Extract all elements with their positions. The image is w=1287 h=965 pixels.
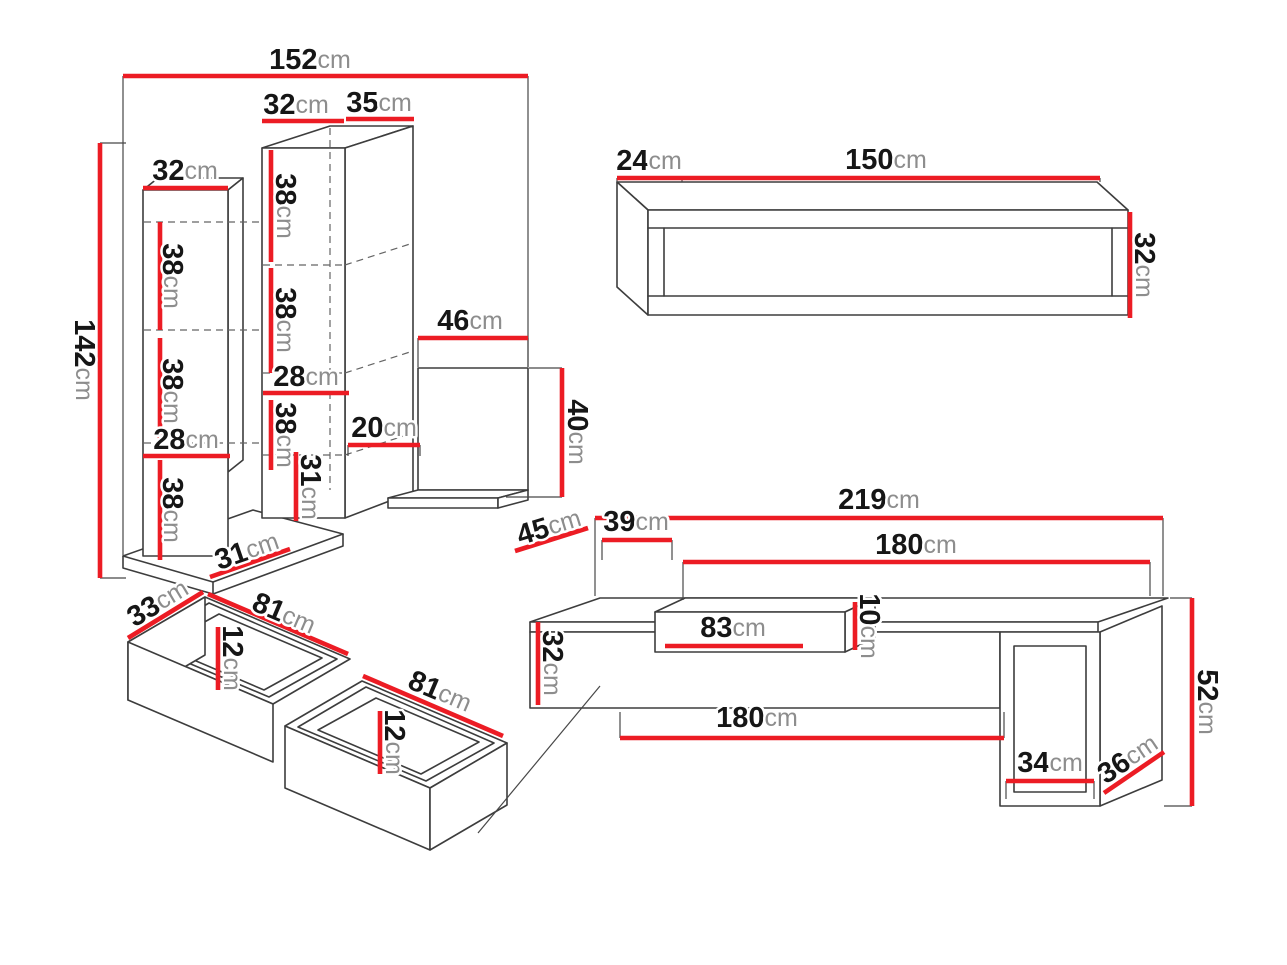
dimension-line-drawers-81cm [362, 673, 504, 739]
wall-shelf-drawing [616, 181, 1129, 316]
drawer-boxes-drawing [127, 596, 508, 851]
drawer2-floor [317, 697, 480, 775]
dimension-label-shelving-unit-20cm: 20cm [351, 412, 417, 444]
cabinet-side-face [344, 125, 414, 519]
dimension-label-shelving-unit-31cm: 31cm [294, 454, 326, 520]
dimension-label-shelving-unit-28cm: 28cm [273, 361, 339, 393]
dimension-line-tv-stand-45cm [514, 525, 589, 554]
dimension-label-wall-shelf-24cm: 24cm [616, 145, 682, 177]
dimension-label-shelving-unit-38cm: 38cm [269, 287, 301, 353]
dimension-label-drawers-12cm: 12cm [378, 709, 410, 775]
cube-front-frame [999, 631, 1101, 807]
dimension-label-shelving-unit-38cm: 38cm [269, 402, 301, 468]
drawer1-front-face [127, 641, 274, 763]
cabinet-front-face [261, 147, 346, 519]
dimension-line-drawers-81cm [207, 591, 349, 657]
dimension-label-tv-stand-32cm: 32cm [536, 630, 568, 696]
dimension-label-tv-stand-45cm: 45cm [513, 502, 585, 552]
dimension-label-shelving-unit-38cm: 38cm [156, 477, 188, 543]
bracket-shelf-end-edge [497, 489, 529, 509]
dimension-label-drawers-12cm: 12cm [216, 625, 248, 691]
dimension-line-shelving-unit-31cm [209, 546, 291, 580]
dimension-label-shelving-unit-32cm: 32cm [263, 89, 329, 121]
dimension-label-shelving-unit-28cm: 28cm [153, 424, 219, 456]
dimension-label-tv-stand-219cm: 219cm [838, 484, 920, 516]
dimension-label-shelving-unit-46cm: 46cm [437, 305, 503, 337]
dimension-label-tv-stand-180cm: 180cm [875, 529, 957, 561]
dimension-label-shelving-unit-38cm: 38cm [269, 173, 301, 239]
dimension-label-tv-stand-34cm: 34cm [1017, 747, 1083, 779]
dimension-label-shelving-unit-40cm: 40cm [561, 399, 593, 465]
niche-front-face [654, 611, 846, 653]
extension-lines [100, 76, 1192, 834]
drawer-to-tvstand-leader-line [477, 685, 601, 834]
bracket-back-panel [417, 367, 529, 491]
dimension-line-tv-stand-36cm [1102, 750, 1166, 795]
shelf-front-face [647, 209, 1129, 316]
dimension-label-wall-shelf-32cm: 32cm [1128, 232, 1160, 298]
niche-top-rim-face [654, 597, 876, 613]
dimension-label-shelving-unit-32cm: 32cm [152, 155, 218, 187]
dimension-label-shelving-unit-38cm: 38cm [156, 358, 188, 424]
dimension-label-tv-stand-39cm: 39cm [603, 506, 669, 538]
tv-stand-drawing [529, 597, 1169, 807]
dimension-label-wall-shelf-150cm: 150cm [845, 144, 927, 176]
shelf-top-face [616, 181, 1129, 211]
dimension-label-shelving-unit-38cm: 38cm [156, 243, 188, 309]
dimension-label-tv-stand-83cm: 83cm [700, 612, 766, 644]
dimension-label-tv-stand-10cm: 10cm [853, 593, 885, 659]
drawer2-inner-rim [297, 686, 495, 782]
base-board-front-bottom-edge [212, 533, 344, 595]
dimension-label-shelving-unit-35cm: 35cm [346, 87, 412, 119]
base-board-thickness-edge [122, 555, 214, 595]
dimension-label-shelving-unit-142cm: 142cm [68, 319, 100, 401]
dimension-line-drawers-33cm [126, 590, 205, 640]
bracket-shelf-front-edge [387, 497, 499, 509]
drawer2-right-end-face [429, 742, 508, 851]
dimension-lines [97, 73, 1195, 806]
dimension-label-tv-stand-52cm: 52cm [1191, 669, 1223, 735]
dimension-label-shelving-unit-152cm: 152cm [269, 44, 351, 76]
cube-opening [1013, 645, 1087, 793]
dimension-label-tv-stand-180cm: 180cm [716, 702, 798, 734]
